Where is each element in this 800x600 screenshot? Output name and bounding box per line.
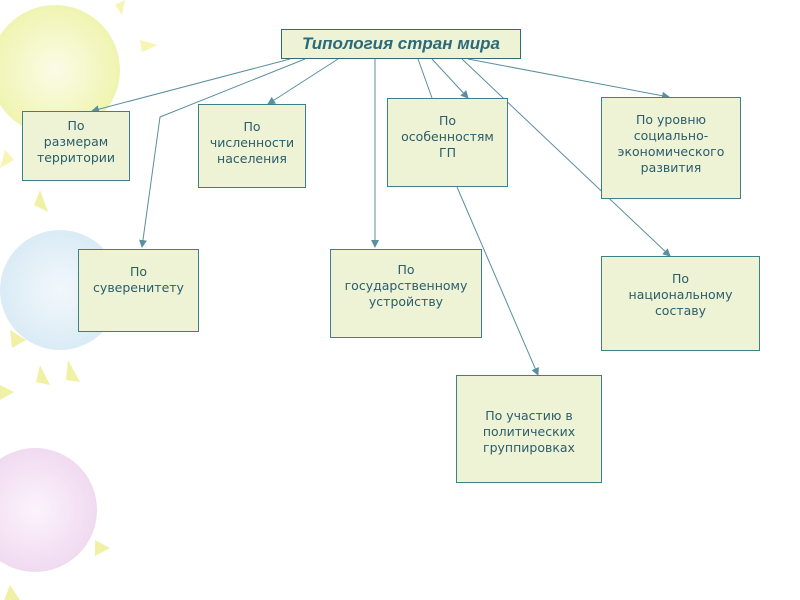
yellow-balloon-shape: [0, 0, 158, 168]
edge-title-population: [267, 58, 339, 105]
node-groupings: По участию в политических группировках: [456, 375, 602, 483]
node-nationality: По национальному составу: [601, 256, 760, 351]
node-development: По уровню социально- экономического разв…: [601, 97, 741, 199]
node-gp: По особенностям ГП: [387, 98, 508, 187]
edge-title-gp-left: [417, 58, 433, 99]
edge-title-territory: [91, 58, 291, 114]
edge-title-gp: [431, 58, 469, 99]
edge-title-development: [467, 58, 670, 100]
node-population: По численности населения: [198, 104, 306, 188]
edge-title-nationality: [461, 58, 671, 257]
pink-balloon-shape: [0, 448, 110, 600]
edge-gp-groupings: [456, 186, 539, 376]
node-state: По государственному устройству: [330, 249, 482, 338]
diagram-title: Типология стран мира: [281, 29, 521, 59]
edge-title-sovereignty: [138, 58, 306, 248]
node-territory: По размерам территории: [22, 111, 130, 181]
node-sovereignty: По суверенитету: [78, 249, 199, 332]
